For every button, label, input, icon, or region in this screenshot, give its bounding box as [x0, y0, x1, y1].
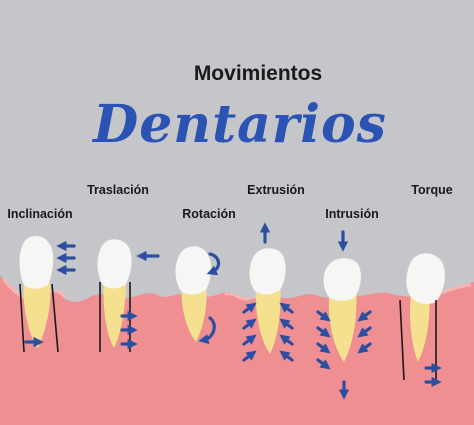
title-movimientos: Movimientos [194, 62, 322, 85]
tooth-rotacion [175, 246, 212, 342]
label-torque: Torque [411, 183, 452, 197]
label-intrusion: Intrusión [325, 207, 378, 221]
tooth-intrusion [323, 258, 361, 362]
label-inclinacion: Inclinación [7, 207, 72, 221]
tooth-torque [406, 253, 445, 362]
tooth-extrusion [249, 248, 286, 354]
label-rotacion: Rotación [182, 207, 235, 221]
movement-arrows [24, 222, 442, 400]
title-dentarios: Dentarios [91, 94, 387, 155]
label-extrusion: Extrusión [247, 183, 305, 197]
label-traslacion: Traslación [87, 183, 149, 197]
tooth-inclinacion [19, 235, 54, 348]
tooth-traslacion [97, 239, 132, 348]
